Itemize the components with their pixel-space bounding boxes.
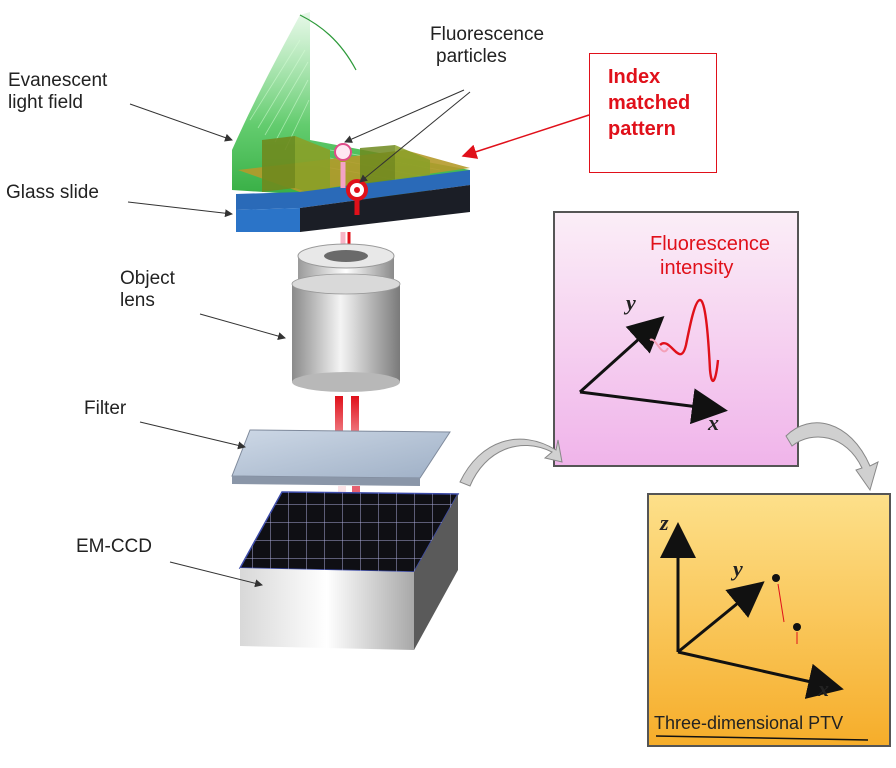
- em-ccd-camera: [238, 491, 460, 650]
- particle-pointer-lower: [359, 91, 471, 183]
- evanescent-label: Evanescent light field: [8, 70, 107, 114]
- fluorescence-particle-upper: [334, 143, 352, 188]
- glass-slide-pointer: [127, 201, 233, 218]
- fluorescence-particles-line1: Fluorescence: [430, 24, 545, 45]
- evanescent-line1: Evanescent: [8, 70, 108, 91]
- intensity-title-line2: intensity: [660, 257, 734, 279]
- evanescent-pointer: [129, 103, 233, 142]
- intensity-x-axis: [579, 388, 728, 425]
- object-lens-line1: Object: [120, 268, 175, 289]
- intensity-title-line1: Fluorescence: [650, 233, 771, 255]
- filter-plate: [231, 429, 451, 486]
- intensity-curve-shadow: [649, 338, 669, 353]
- ptv-panel: [647, 493, 891, 747]
- index-pattern-pointer: [461, 114, 590, 159]
- index-matched-pattern: [238, 136, 470, 205]
- particle-pointer-upper: [344, 89, 465, 143]
- intensity-panel: [553, 211, 799, 467]
- transfer-arrow-intensity-to-ptv: [785, 422, 879, 492]
- index-line2: matched: [608, 92, 691, 114]
- index-line1: Index: [608, 66, 661, 88]
- emission-beam-middle-right: [351, 396, 359, 458]
- object-lens-pointer: [199, 313, 286, 340]
- ptv-particle-2: [793, 623, 801, 631]
- transfer-arrow-filter-to-intensity: [459, 438, 563, 487]
- filter-pointer: [139, 421, 246, 450]
- object-lens: [291, 243, 401, 392]
- filter-label: Filter: [84, 398, 127, 419]
- ptv-z-label: z: [660, 510, 669, 535]
- ptv-caption: Three-dimensional PTV: [654, 713, 844, 733]
- object-lens-label: Object lens: [120, 268, 175, 312]
- glass-slide-label: Glass slide: [6, 182, 99, 203]
- ptv-y-label: y: [733, 556, 743, 581]
- ptv-caption-underline: [655, 735, 869, 741]
- ptv-x-label: x: [818, 676, 829, 701]
- index-matched-pattern-box: Index matched pattern: [589, 53, 717, 173]
- ptv-x-axis: [677, 650, 844, 699]
- em-ccd-pointer: [169, 561, 263, 588]
- fluorescence-particles-label: Fluorescence particles: [430, 24, 544, 68]
- index-line3: pattern: [608, 118, 676, 140]
- fluorescence-particles-line2: particles: [436, 46, 507, 67]
- ptv-y-axis: [677, 581, 765, 654]
- intensity-x-label: x: [708, 410, 719, 435]
- object-lens-line2: lens: [120, 290, 155, 311]
- intensity-title: Fluorescence intensity: [650, 232, 770, 280]
- fluorescence-particle-lower: [346, 179, 368, 215]
- intensity-y-label: y: [626, 290, 636, 315]
- evanescent-line2: light field: [8, 92, 83, 113]
- emission-beam-middle: [335, 396, 343, 458]
- intensity-curve: [659, 298, 720, 383]
- em-ccd-label: EM-CCD: [76, 536, 152, 557]
- ptv-particle-1: [772, 574, 780, 582]
- particle-track-1: [777, 583, 785, 623]
- intensity-y-axis: [578, 315, 665, 394]
